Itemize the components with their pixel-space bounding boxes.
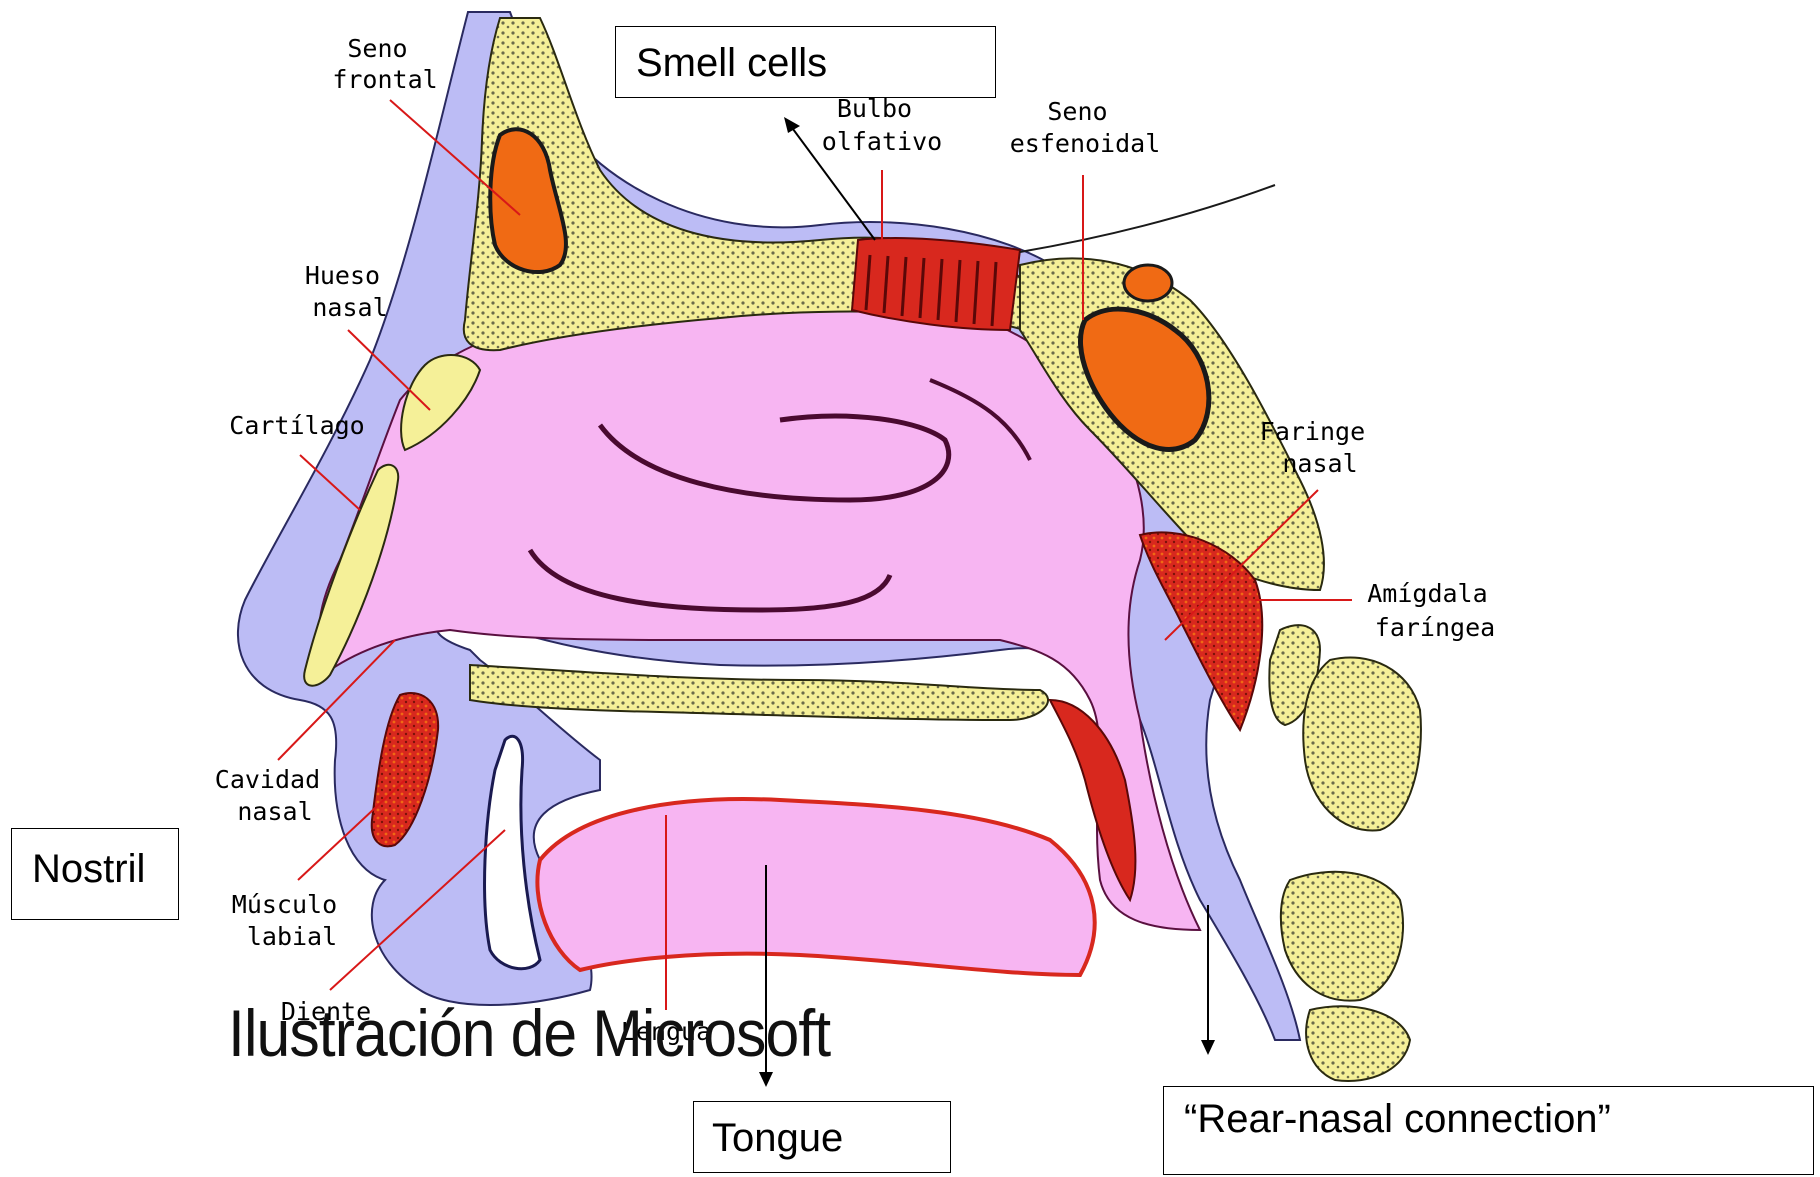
nostril-callout: Nostril	[11, 828, 179, 920]
label-bulbo-olfativo: Bulbo olfativo	[822, 94, 942, 156]
label-seno-frontal-line1: Seno	[347, 34, 407, 63]
label-cartilago-line1: Cartílago	[229, 411, 364, 440]
tongue-callout: Tongue	[693, 1101, 951, 1173]
label-amigdala-faringea: Amígdala faríngea	[1367, 579, 1502, 642]
rear-nasal-arrowhead	[1201, 1040, 1215, 1055]
label-seno-esfenoidal-line2: esfenoidal	[1010, 129, 1161, 158]
label-faringe-nasal-line1: Faringe	[1260, 417, 1365, 446]
label-hueso-nasal-line2: nasal	[312, 293, 387, 322]
label-faringe-nasal-line2: nasal	[1282, 449, 1357, 478]
smell-cells-text: Smell cells	[636, 41, 827, 86]
pituitary-node	[1124, 265, 1172, 301]
label-hueso-nasal-line1: Hueso	[305, 261, 380, 290]
hard-palate	[470, 665, 1048, 720]
label-musculo-labial-line1: Músculo	[232, 890, 337, 919]
label-seno-esfenoidal: Seno esfenoidal	[1010, 97, 1161, 158]
tongue-shape	[537, 799, 1094, 975]
label-amigdala-faringea-line2: faríngea	[1375, 613, 1495, 642]
tongue-arrowhead	[759, 1072, 773, 1087]
label-seno-frontal-line2: frontal	[332, 65, 437, 94]
label-cartilago: Cartílago	[229, 411, 364, 440]
label-bulbo-olfativo-line1: Bulbo	[837, 94, 912, 123]
label-musculo-labial-line2: labial	[247, 922, 337, 951]
smell-cells-callout: Smell cells	[615, 26, 996, 98]
smell-cells-arrowhead	[784, 117, 800, 133]
microsoft-watermark: Ilustración de Microsoft	[228, 995, 830, 1071]
label-seno-esfenoidal-line1: Seno	[1047, 97, 1107, 126]
label-seno-frontal: Seno frontal	[332, 34, 437, 94]
label-hueso-nasal: Hueso nasal	[305, 261, 395, 322]
rear-nasal-text: “Rear-nasal connection”	[1184, 1097, 1611, 1142]
label-cavidad-nasal-line1: Cavidad	[215, 765, 320, 794]
anatomy-illustration	[238, 12, 1421, 1081]
olfactory-nerve-line	[1020, 185, 1275, 252]
label-cavidad-nasal: Cavidad nasal	[215, 765, 335, 826]
tongue-text: Tongue	[712, 1116, 843, 1161]
label-cavidad-nasal-line2: nasal	[237, 797, 312, 826]
label-bulbo-olfativo-line2: olfativo	[822, 127, 942, 156]
label-amigdala-faringea-line1: Amígdala	[1367, 579, 1487, 608]
nostril-text: Nostril	[32, 847, 145, 892]
label-musculo-labial: Músculo labial	[232, 890, 352, 951]
rear-nasal-callout: “Rear-nasal connection”	[1163, 1086, 1814, 1175]
